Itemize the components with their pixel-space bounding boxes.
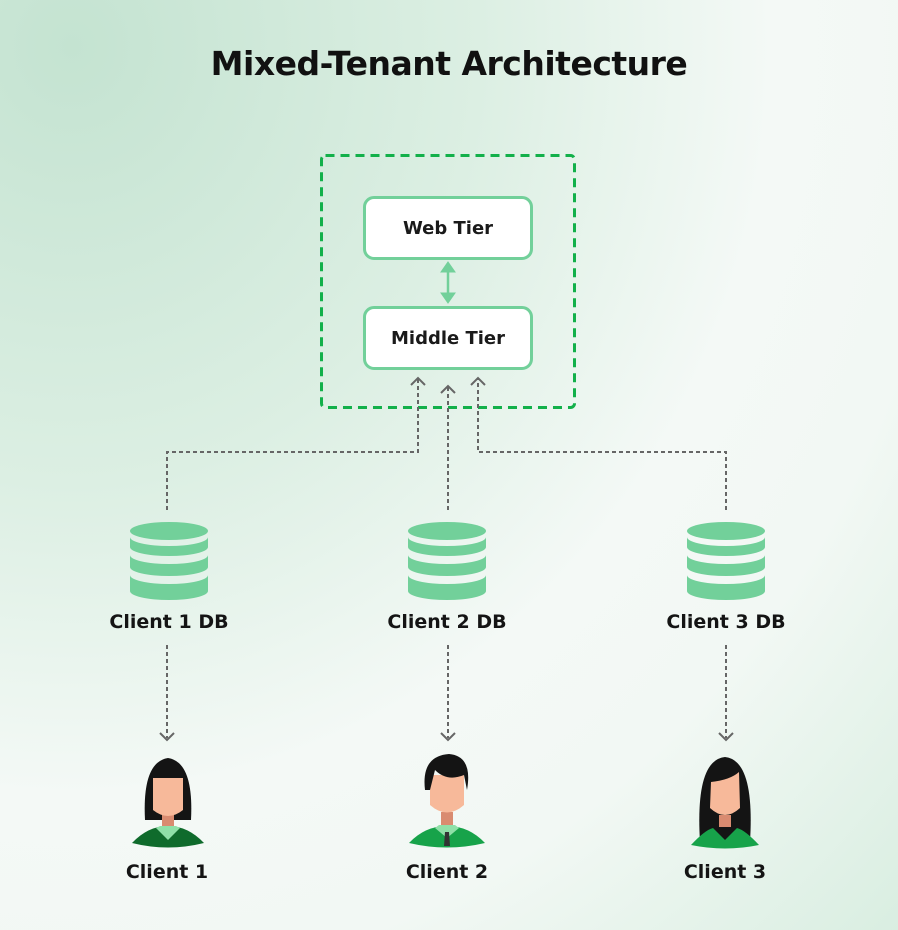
- client-label: Client 3: [683, 861, 767, 883]
- web-tier-box: Web Tier: [363, 196, 533, 260]
- db-label: Client 2 DB: [387, 611, 507, 633]
- database-icon: [408, 522, 486, 600]
- client3-avatar-icon: [691, 757, 759, 849]
- client2-avatar-icon: [409, 754, 485, 848]
- database-icon: [687, 522, 765, 600]
- app-server-boundary: [320, 154, 576, 409]
- web-middle-bidirectional-arrow: [440, 261, 456, 304]
- db-label: Client 1 DB: [109, 611, 229, 633]
- database-icon: [130, 522, 208, 600]
- db-label: Client 3 DB: [666, 611, 786, 633]
- client-label: Client 2: [405, 861, 489, 883]
- client1-avatar-icon: [132, 758, 204, 848]
- client-label: Client 1: [125, 861, 209, 883]
- connector-db1-to-middle: [166, 378, 419, 510]
- middle-tier-box: Middle Tier: [363, 306, 533, 370]
- connector-db3-to-middle: [477, 378, 727, 510]
- diagram-title: Mixed-Tenant Architecture: [210, 44, 688, 83]
